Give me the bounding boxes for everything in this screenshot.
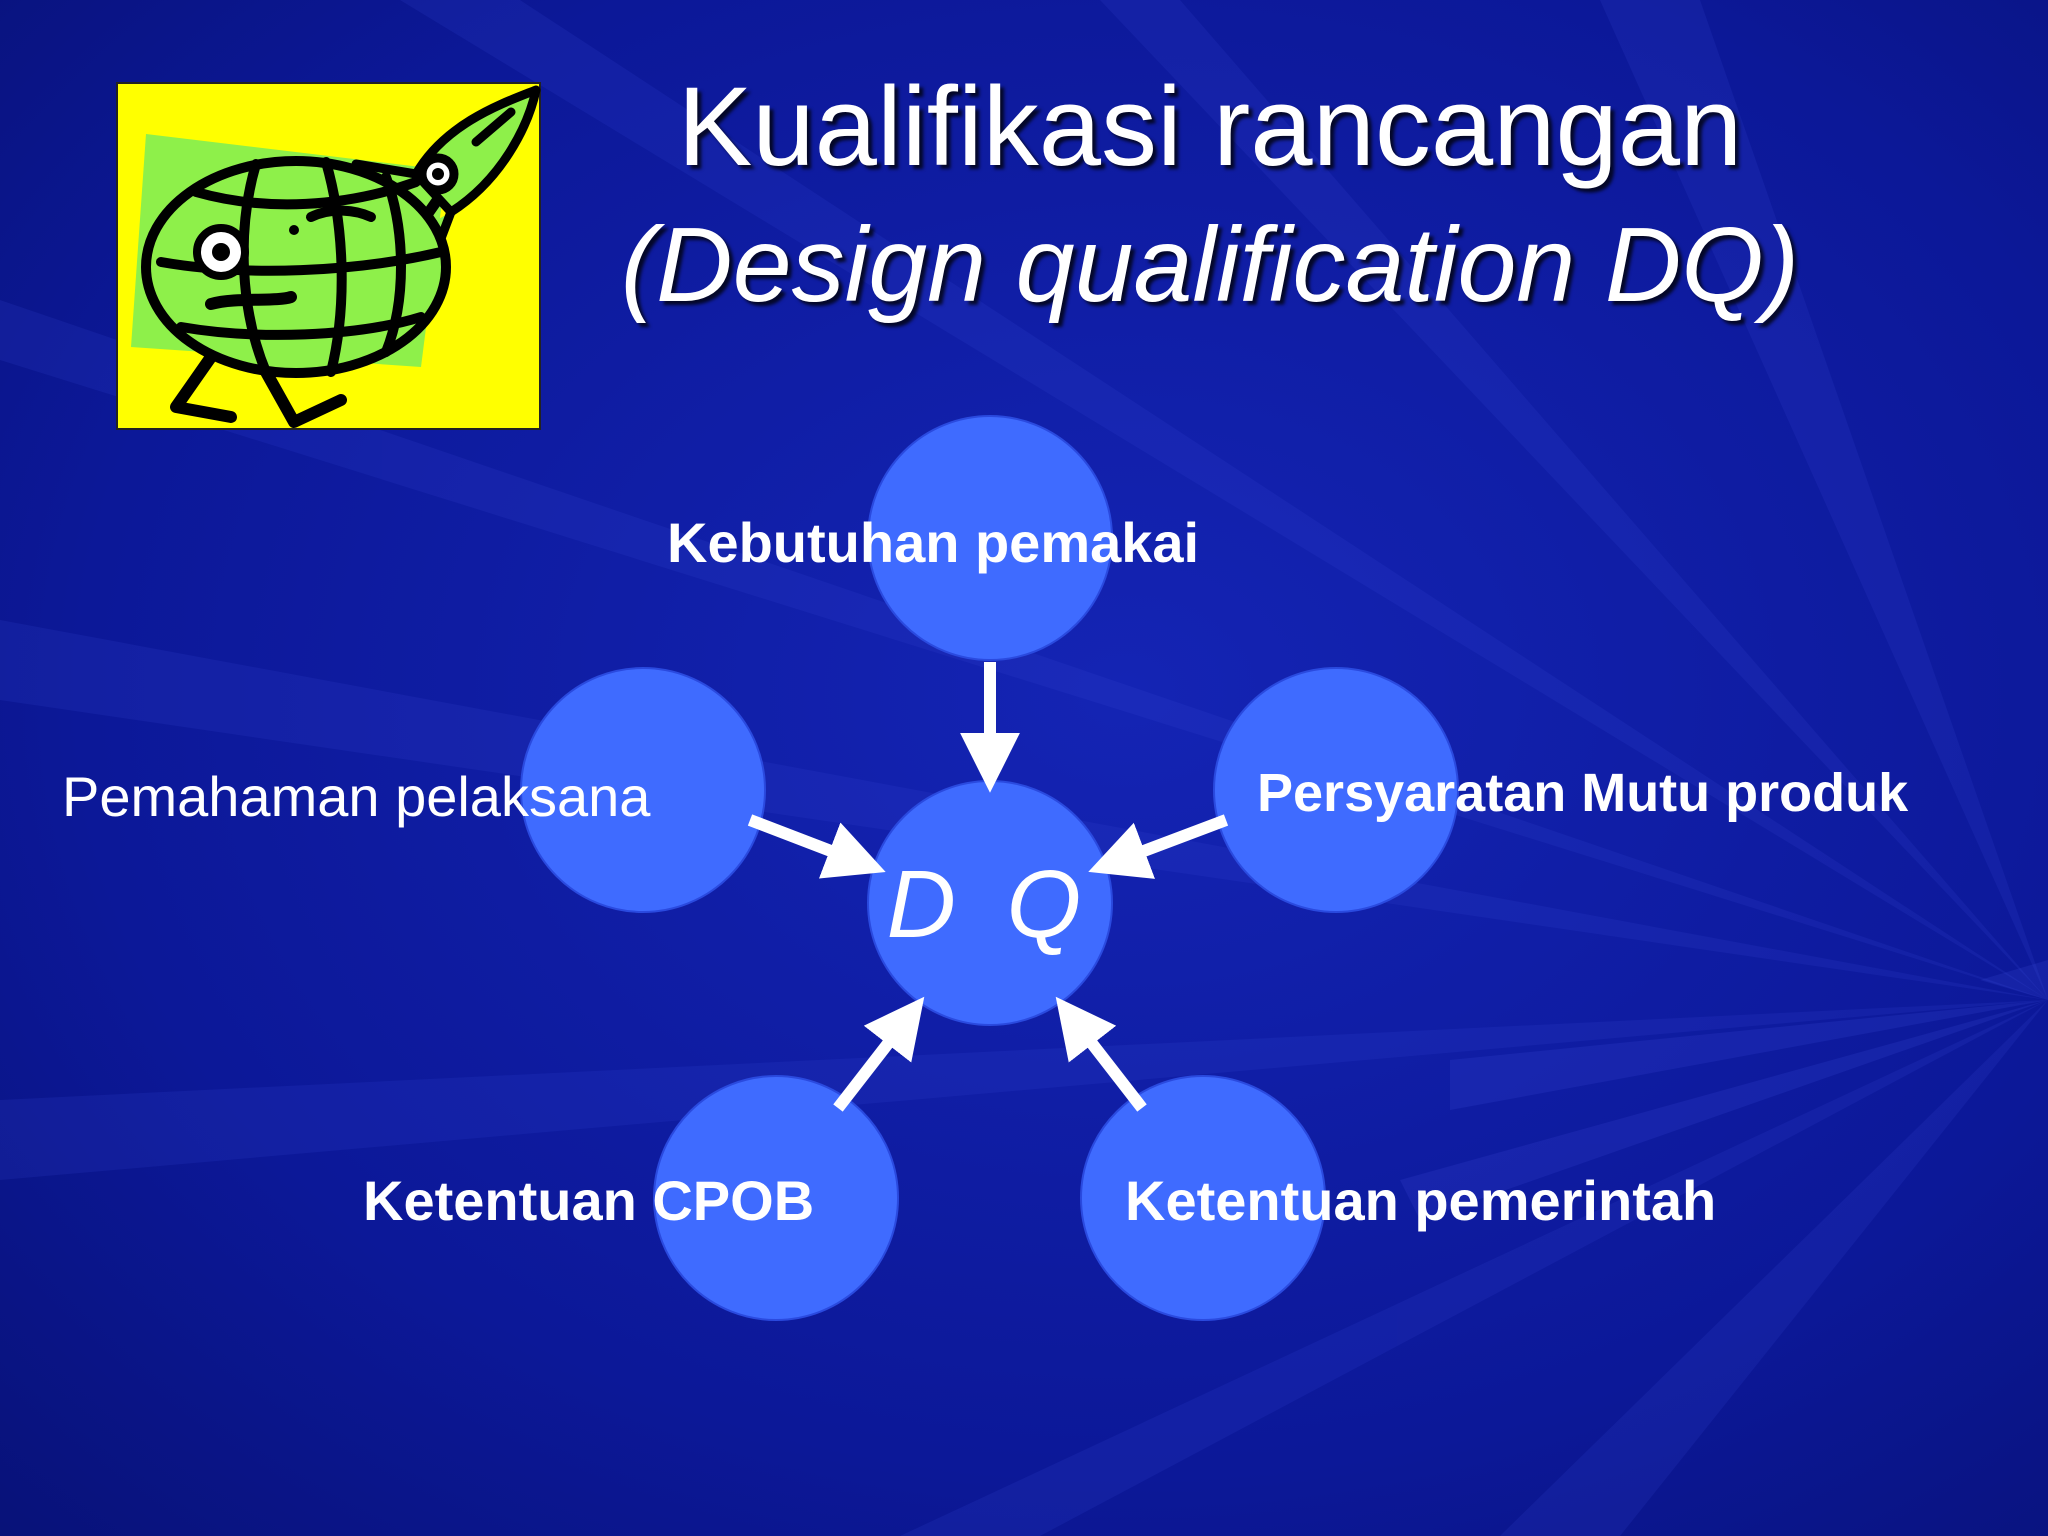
globe-rocket-clipart-icon [116,82,541,430]
slide-title: Kualifikasi rancangan [677,64,1743,189]
node-label-kebutuhan-pemakai: Kebutuhan pemakai [667,511,1200,574]
node-circle-ketentuan-cpob [653,1075,899,1321]
arrow-from-ketentuan-cpob [833,996,925,1112]
slide-subtitle: (Design qualification DQ) [620,206,1800,324]
dq-center-label: D Q [886,851,1094,958]
node-label-ketentuan-pemerintah: Ketentuan pemerintah [1125,1169,1717,1232]
node-label-persyaratan-mutu-produk: Persyaratan Mutu produk [1257,763,1909,823]
arrow-from-pemahaman-pelaksana [747,814,886,879]
node-circle-ketentuan-pemerintah [1080,1075,1326,1321]
arrow-from-persyaratan-mutu-produk [1088,814,1229,879]
node-circle-pemahaman-pelaksana [520,667,766,913]
arrow-from-ketentuan-pemerintah [1055,996,1147,1112]
node-label-ketentuan-cpob: Ketentuan CPOB [363,1169,815,1232]
node-circle-persyaratan-mutu-produk [1213,667,1459,913]
node-label-pemahaman-pelaksana: Pemahaman pelaksana [62,765,651,828]
node-circle-kebutuhan-pemakai [867,415,1113,661]
